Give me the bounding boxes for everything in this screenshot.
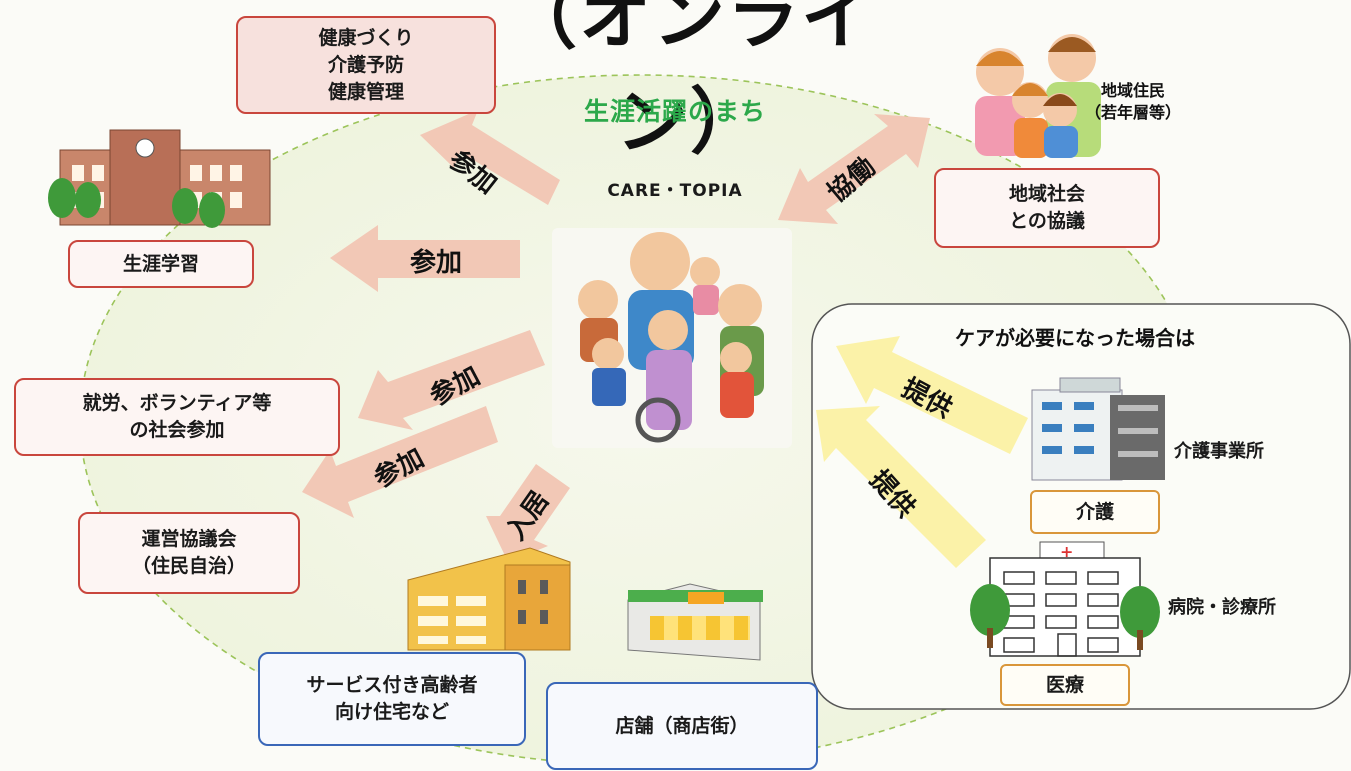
shops-label: 店舗（商店街） <box>615 714 749 737</box>
residents-label: 地域住民 （若年層等） <box>1085 80 1181 124</box>
arrow-cooperate <box>778 114 930 224</box>
housing-line-1: サービス付き高齢者 <box>306 674 478 696</box>
employment-box: 就労、ボランティア等 の社会参加 <box>14 378 340 456</box>
arrow-participate-top <box>420 110 560 205</box>
lifelong-learning-box: 生涯学習 <box>68 240 254 288</box>
arrow-provide-lower <box>816 406 986 568</box>
care-office-building-icon <box>1031 377 1165 481</box>
care-needed-heading: ケアが必要になった場合は <box>955 326 1195 350</box>
council-line-2: （住民自治） <box>131 555 246 577</box>
arrow-participate-employment <box>358 330 545 430</box>
employment-line-1: 就労、ボランティア等 <box>82 392 272 414</box>
care-label-box: 介護 <box>1030 490 1160 534</box>
family-illustration <box>975 34 1101 158</box>
residents-line-2: （若年層等） <box>1085 103 1182 122</box>
health-line-2: 介護予防 <box>327 53 404 76</box>
residents-line-1: 地域住民 <box>1101 81 1166 100</box>
arrow-participate-council <box>302 406 498 518</box>
apartment-building-icon <box>407 547 571 651</box>
community-line-1: 地域社会 <box>1008 183 1085 205</box>
page-title: （オンライン） <box>504 0 875 164</box>
shop-icon <box>627 583 763 661</box>
lifelong-learning-label: 生涯学習 <box>122 252 199 275</box>
school-building-icon <box>48 129 271 228</box>
health-box: 健康づくり 介護予防 健康管理 <box>236 16 496 114</box>
health-line-1: 健康づくり <box>318 26 414 49</box>
arrow-provide-upper <box>836 336 1028 454</box>
hospital-label: 病院・診療所 <box>1168 597 1276 618</box>
provide-arrows <box>816 336 1028 568</box>
participate-arrows <box>302 110 930 562</box>
council-box: 運営協議会 （住民自治） <box>78 512 300 594</box>
arrow-move-in <box>486 464 570 562</box>
diagram-subtitle: 生涯活躍のまち <box>583 97 766 126</box>
medical-label: 医療 <box>1045 673 1084 696</box>
care-label: 介護 <box>1075 500 1114 523</box>
care-office-label: 介護事業所 <box>1174 441 1264 462</box>
employment-line-2: の社会参加 <box>129 419 225 441</box>
housing-box: サービス付き高齢者 向け住宅など <box>258 652 526 746</box>
arrow-label-participate-learning: 参加 <box>410 248 463 278</box>
elderly-family-illustration <box>552 228 792 448</box>
shops-box: 店舗（商店街） <box>546 682 818 770</box>
community-line-2: との協議 <box>1009 210 1085 232</box>
housing-line-2: 向け住宅など <box>334 701 449 723</box>
brand-label: CARE・TOPIA <box>607 181 743 201</box>
arrow-participate-learning <box>330 225 520 292</box>
community-box: 地域社会 との協議 <box>934 168 1160 248</box>
council-line-1: 運営協議会 <box>141 528 237 550</box>
health-line-3: 健康管理 <box>327 80 404 103</box>
hospital-building-icon: + <box>970 541 1160 657</box>
medical-label-box: 医療 <box>1000 664 1130 706</box>
svg-text:+: + <box>1060 542 1073 561</box>
